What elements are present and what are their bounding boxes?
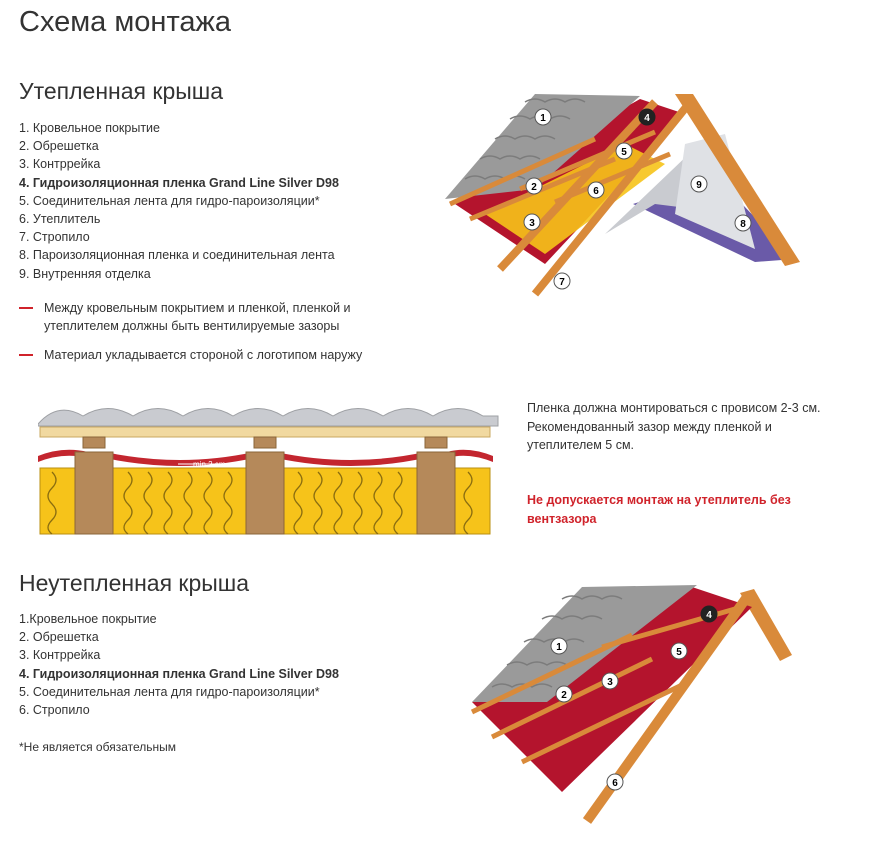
diagram-marker: 9 — [696, 180, 702, 191]
diagram-marker: 6 — [612, 778, 618, 789]
diagram-marker: 5 — [621, 147, 627, 158]
list-item: 2. Обрешетка — [19, 139, 99, 154]
list-item: 4. Гидроизоляционная пленка Grand Line S… — [19, 666, 339, 681]
list-item: 9. Внутренняя отделка — [19, 266, 151, 281]
page-title: Схема монтажа — [19, 6, 232, 38]
diagram-marker: 4 — [644, 113, 650, 124]
insulated-roof-heading: Утепленная крыша — [19, 78, 224, 104]
list-item: 3. Контррейка — [19, 157, 101, 172]
list-item: 7. Стропило — [19, 230, 90, 245]
list-item: 6. Утеплитель — [19, 212, 101, 227]
diagram-marker: 3 — [607, 677, 613, 688]
uninsulated-parts-list: 1.Кровельное покрытие 2. Обрешетка 3. Ко… — [19, 610, 339, 719]
list-item: 3. Контррейка — [19, 648, 101, 663]
cross-section-diagram: min 2 cm — [38, 408, 499, 535]
diagram-marker: 2 — [561, 690, 567, 701]
diagram-marker: 1 — [556, 642, 562, 653]
uninsulated-roof-heading: Неутепленная крыша — [19, 570, 250, 596]
list-item: 5. Соединительная лента для гидро-пароиз… — [19, 684, 320, 699]
insulated-roof-diagram: 1 2 3 4 5 6 7 8 9 — [445, 94, 800, 297]
list-item: 1. Кровельное покрытие — [19, 121, 160, 135]
note-text: Материал укладывается стороной с логотип… — [44, 348, 363, 362]
diagram-marker: 2 — [531, 182, 537, 193]
diagram-marker: 7 — [559, 277, 565, 288]
red-dash-marker — [19, 307, 33, 309]
list-item: 8. Пароизоляционная пленка и соединитель… — [19, 248, 335, 263]
list-item: 5. Соединительная лента для гидро-пароиз… — [19, 193, 320, 208]
ventilation-note: Между кровельным покрытием и пленкой, пл… — [19, 299, 404, 335]
list-item: 2. Обрешетка — [19, 630, 99, 645]
list-item: 1.Кровельное покрытие — [19, 612, 157, 626]
red-dash-marker — [19, 354, 33, 356]
note-text: Между кровельным покрытием и пленкой, пл… — [44, 301, 351, 333]
diagram-marker: 4 — [706, 610, 712, 621]
insulated-parts-list: 1. Кровельное покрытие 2. Обрешетка 3. К… — [19, 119, 339, 283]
gap-label: min 2 cm — [193, 460, 226, 469]
list-item: 4. Гидроизоляционная пленка Grand Line S… — [19, 175, 339, 190]
uninsulated-roof-diagram: 1 2 3 4 5 6 — [470, 585, 792, 824]
logo-side-note: Материал укладывается стороной с логотип… — [19, 346, 404, 364]
diagram-marker: 6 — [593, 186, 599, 197]
diagram-marker: 3 — [529, 218, 535, 229]
list-item: 6. Стропило — [19, 703, 90, 718]
diagram-marker: 5 — [676, 647, 682, 658]
installation-info: Пленка должна монтироваться с провисом 2… — [527, 401, 821, 452]
footnote: *Не является обязательным — [19, 740, 176, 754]
installation-warning: Не допускается монтаж на утеплитель без … — [527, 493, 791, 526]
diagram-marker: 8 — [740, 219, 746, 230]
diagram-marker: 1 — [540, 113, 546, 124]
